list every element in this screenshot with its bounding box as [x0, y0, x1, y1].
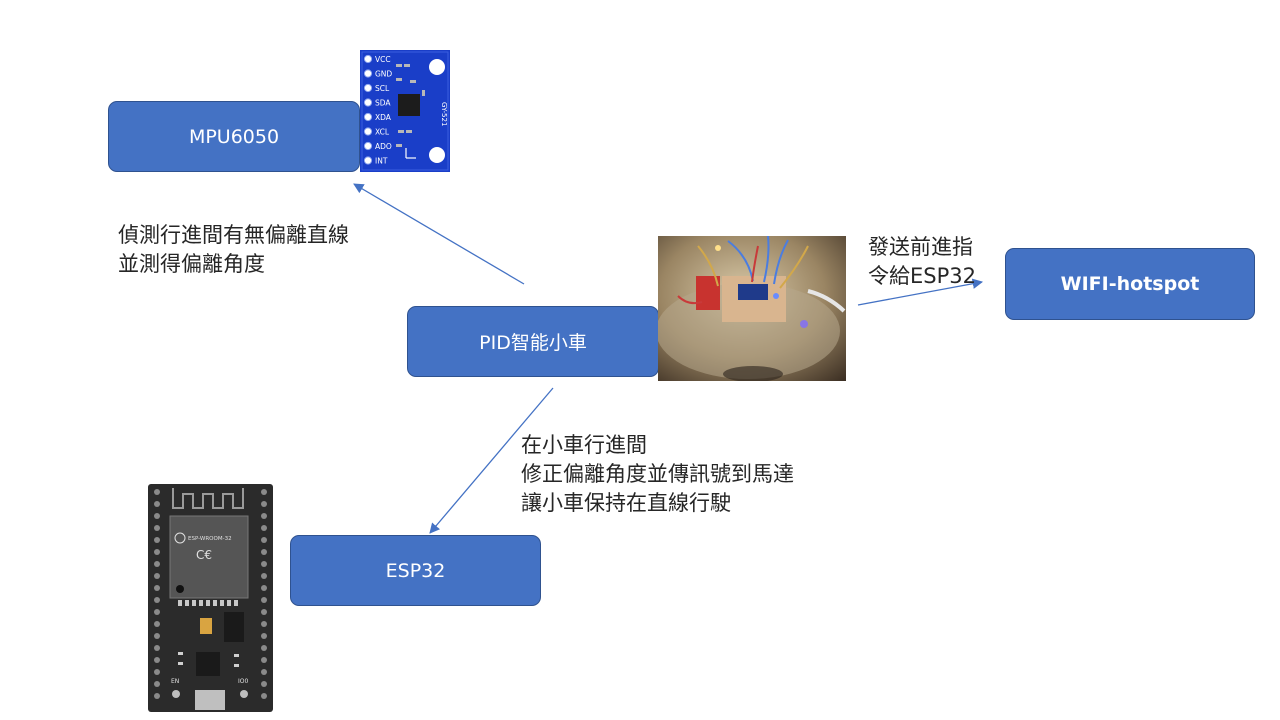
edge-label-mpu-line1: 偵測行進間有無偏離直線: [118, 223, 349, 247]
node-mpu6050: MPU6050: [108, 101, 360, 172]
mpu6050-module-image: VCC GND SCL SDA XDA XCL ADO INT GY-521: [360, 50, 450, 172]
node-mpu6050-label: MPU6050: [188, 125, 280, 148]
mpu-pin-3: SCL: [375, 84, 390, 93]
node-esp32-label: ESP32: [385, 559, 446, 582]
mpu-pin-2: GND: [375, 70, 392, 79]
arrow-car-to-wifi: [857, 278, 984, 306]
edge-label-esp-line2: 修正偏離角度並傳訊號到馬達: [521, 462, 794, 486]
mpu-pin-6: XCL: [375, 128, 390, 137]
node-pid-car: PID智能小車: [407, 306, 659, 377]
mpu-chip-marking: GY-521: [440, 102, 448, 126]
svg-text:C€: C€: [196, 548, 212, 562]
esp32-en-label: EN: [171, 678, 179, 685]
node-pid-car-label: PID智能小車: [479, 332, 587, 354]
edge-label-wifi-line2: 令給ESP32: [868, 264, 976, 288]
mpu-pin-7: ADO: [375, 142, 392, 151]
arrow-car-to-mpu: [353, 183, 525, 285]
node-wifi-hotspot-label: WIFI-hotspot: [1060, 273, 1200, 295]
esp32-io0-label: IO0: [238, 678, 248, 685]
edge-label-esp-line1: 在小車行進間: [521, 433, 647, 457]
edge-label-mpu-line2: 並測得偏離角度: [118, 252, 265, 276]
edge-label-wifi-line1: 發送前進指: [868, 235, 973, 259]
pid-car-photo: [658, 236, 846, 381]
edge-label-mpu: 偵測行進間有無偏離直線 並測得偏離角度: [118, 221, 349, 279]
edge-label-esp-line3: 讓小車保持在直線行駛: [521, 491, 731, 515]
mpu-pin-1: VCC: [375, 55, 391, 64]
node-esp32: ESP32: [290, 535, 541, 606]
arrow-car-to-esp: [429, 387, 554, 534]
edge-label-wifi: 發送前進指 令給ESP32: [868, 233, 976, 291]
node-wifi-hotspot: WIFI-hotspot: [1005, 248, 1255, 320]
edge-label-esp: 在小車行進間 修正偏離角度並傳訊號到馬達 讓小車保持在直線行駛: [521, 431, 794, 518]
mpu-pin-4: SDA: [375, 99, 391, 108]
mpu-pin-8: INT: [375, 157, 388, 166]
mpu-pin-5: XDA: [375, 113, 392, 122]
esp32-board-image: ESP-WROOM-32 C€ EN IO0: [148, 484, 273, 712]
esp32-module-label: ESP-WROOM-32: [188, 536, 232, 542]
